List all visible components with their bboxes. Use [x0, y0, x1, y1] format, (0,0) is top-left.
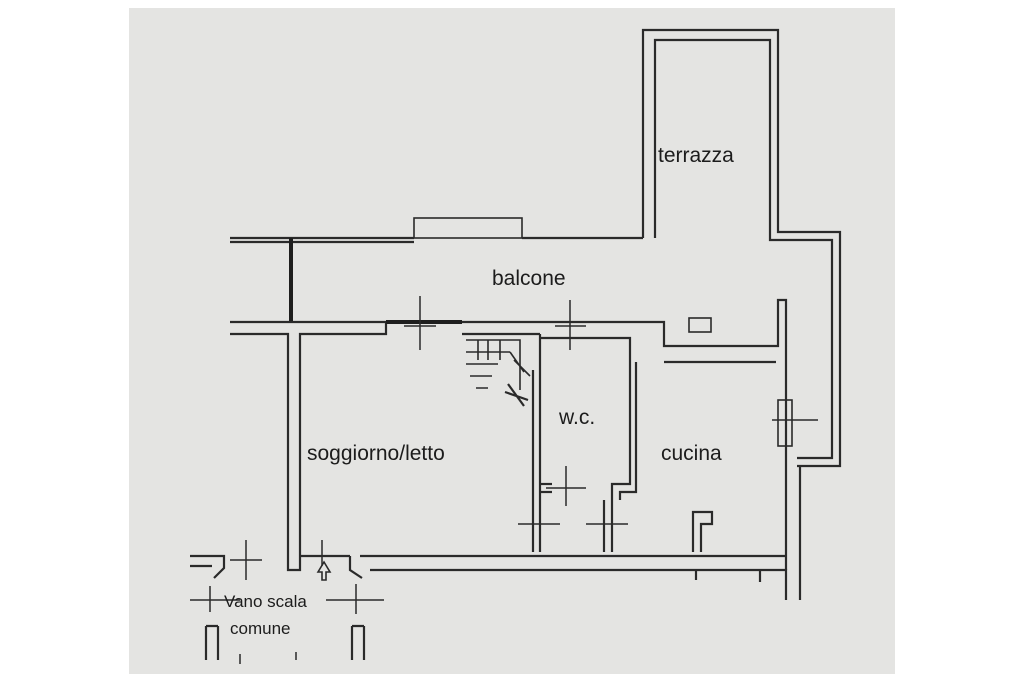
- stairwell-label-line2: comune: [230, 619, 290, 638]
- opening-ticks: [190, 296, 818, 664]
- stairwell-walls: [190, 554, 762, 660]
- stairwell-label-line1: Vano scala: [224, 592, 307, 611]
- room-label-terrazza: terrazza: [658, 144, 734, 167]
- room-label-balcone: balcone: [492, 267, 566, 290]
- cucina-details: [688, 317, 793, 552]
- room-label-soggiorno: soggiorno/letto: [307, 442, 445, 465]
- room-label-cucina: cucina: [661, 442, 722, 465]
- apartment-walls: [230, 298, 802, 600]
- room-label-wc: w.c.: [558, 406, 595, 429]
- wc-walls: [531, 334, 638, 552]
- plan-sheet: [129, 8, 895, 674]
- internal-stair: [466, 339, 531, 407]
- terrazza-walls: [641, 28, 842, 468]
- balcone-walls: [230, 217, 643, 322]
